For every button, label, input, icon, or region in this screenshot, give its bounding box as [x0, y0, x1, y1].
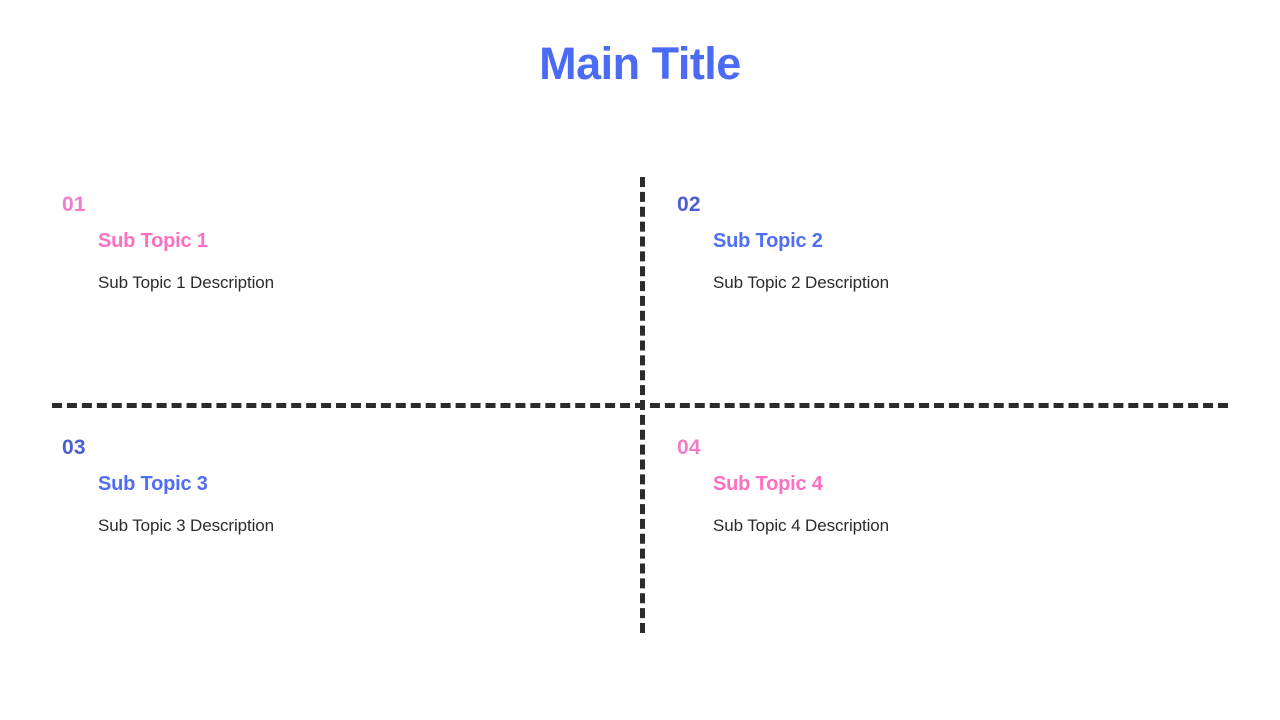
- quadrant-02-subtitle: Sub Topic 2: [713, 230, 823, 252]
- quadrant-02-number: 02: [677, 193, 701, 216]
- quadrant-03[interactable]: 03 Sub Topic 3 Sub Topic 3 Description: [62, 435, 622, 635]
- quadrant-01[interactable]: 01 Sub Topic 1 Sub Topic 1 Description: [62, 192, 622, 392]
- quadrant-03-subtitle: Sub Topic 3: [98, 473, 208, 495]
- quadrant-01-body: Sub Topic 1 Sub Topic 1 Description: [98, 226, 622, 296]
- quadrant-01-subtitle: Sub Topic 1: [98, 230, 208, 252]
- quadrant-04-subtitle: Sub Topic 4: [713, 473, 823, 495]
- quadrant-04-number: 04: [677, 436, 701, 459]
- quadrant-01-description: Sub Topic 1 Description: [98, 273, 274, 292]
- quadrant-04-body: Sub Topic 4 Sub Topic 4 Description: [713, 469, 1237, 539]
- quadrant-01-number: 01: [62, 193, 86, 216]
- divider-horizontal: [52, 403, 1228, 408]
- quadrant-03-body: Sub Topic 3 Sub Topic 3 Description: [98, 469, 622, 539]
- quadrant-03-description: Sub Topic 3 Description: [98, 516, 274, 535]
- quadrant-04-description: Sub Topic 4 Description: [713, 516, 889, 535]
- quadrant-02[interactable]: 02 Sub Topic 2 Sub Topic 2 Description: [677, 192, 1237, 392]
- page-title: Main Title: [539, 38, 741, 89]
- quadrant-04[interactable]: 04 Sub Topic 4 Sub Topic 4 Description: [677, 435, 1237, 635]
- quadrant-03-number: 03: [62, 436, 86, 459]
- quadrant-02-body: Sub Topic 2 Sub Topic 2 Description: [713, 226, 1237, 296]
- quadrant-02-description: Sub Topic 2 Description: [713, 273, 889, 292]
